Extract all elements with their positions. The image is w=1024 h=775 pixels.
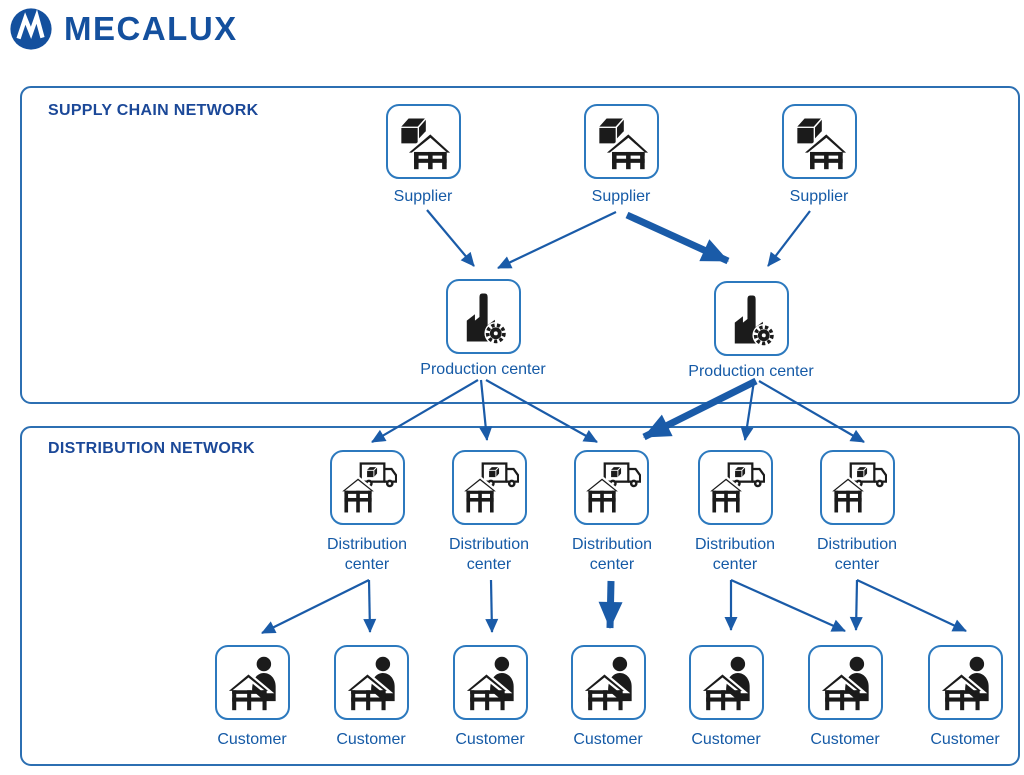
- customer-6-node: [808, 645, 883, 720]
- distribution-panel-title: DISTRIBUTION NETWORK: [48, 440, 255, 457]
- customer-house-icon: [343, 655, 396, 711]
- supplier-2-label: Supplier: [591, 188, 651, 205]
- distribution-center-4-node: [698, 450, 773, 525]
- distribution-center-3-node: [574, 450, 649, 525]
- customer-house-icon: [580, 655, 633, 711]
- supplier-icon: [795, 116, 849, 170]
- supplier-3-node: [782, 104, 857, 179]
- customer-4-label: Customer: [573, 731, 643, 748]
- warehouse-truck-icon: [828, 461, 887, 514]
- customer-1-label: Customer: [217, 731, 287, 748]
- customer-house-icon: [224, 655, 277, 711]
- warehouse-truck-icon: [706, 461, 765, 514]
- customer-house-icon: [817, 655, 870, 711]
- customer-2-label: Customer: [336, 731, 406, 748]
- supplier-icon: [399, 116, 453, 170]
- supply-chain-panel: [20, 86, 1020, 404]
- supplier-icon: [597, 116, 651, 170]
- customer-house-icon: [462, 655, 515, 711]
- mecalux-logo-icon: [10, 8, 52, 50]
- production-center-2-label: Production center: [688, 363, 814, 380]
- distribution-center-1-node: [330, 450, 405, 525]
- distribution-center-2-node: [452, 450, 527, 525]
- production-center-2-node: [714, 281, 789, 356]
- warehouse-truck-icon: [460, 461, 519, 514]
- production-center-1-node: [446, 279, 521, 354]
- supply-chain-panel-title: SUPPLY CHAIN NETWORK: [48, 102, 259, 119]
- customer-5-label: Customer: [691, 731, 761, 748]
- customer-7-node: [928, 645, 1003, 720]
- customer-3-label: Customer: [455, 731, 525, 748]
- customer-7-label: Customer: [930, 731, 1000, 748]
- supplier-1-node: [386, 104, 461, 179]
- production-center-1-label: Production center: [420, 361, 546, 378]
- customer-4-node: [571, 645, 646, 720]
- distribution-center-2-label: Distribution center: [448, 536, 530, 573]
- factory-icon: [464, 291, 509, 346]
- distribution-center-1-label: Distribution center: [326, 536, 408, 573]
- warehouse-truck-icon: [582, 461, 641, 514]
- customer-5-node: [689, 645, 764, 720]
- customer-2-node: [334, 645, 409, 720]
- distribution-center-5-label: Distribution center: [816, 536, 898, 573]
- customer-6-label: Customer: [810, 731, 880, 748]
- customer-house-icon: [698, 655, 751, 711]
- customer-house-icon: [937, 655, 990, 711]
- logo: MECALUX: [8, 6, 238, 52]
- customer-3-node: [453, 645, 528, 720]
- warehouse-truck-icon: [338, 461, 397, 514]
- distribution-center-4-label: Distribution center: [694, 536, 776, 573]
- distribution-center-5-node: [820, 450, 895, 525]
- supplier-2-node: [584, 104, 659, 179]
- customer-1-node: [215, 645, 290, 720]
- supplier-1-label: Supplier: [393, 188, 453, 205]
- logo-wordmark: MECALUX: [64, 10, 238, 47]
- distribution-center-3-label: Distribution center: [571, 536, 653, 573]
- supplier-3-label: Supplier: [789, 188, 849, 205]
- factory-icon: [732, 293, 777, 348]
